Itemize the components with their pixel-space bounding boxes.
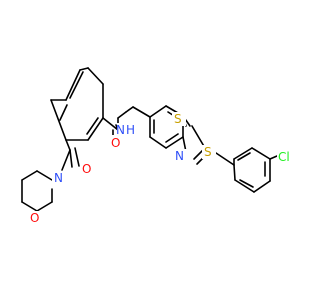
bond (234, 179, 255, 193)
bond (251, 147, 271, 160)
bond (149, 136, 167, 149)
bond (165, 133, 179, 143)
bond (21, 170, 38, 181)
bond (86, 117, 99, 135)
bond (233, 147, 253, 160)
bond (69, 71, 84, 99)
bond (132, 106, 151, 118)
bond (36, 170, 53, 181)
bond (237, 152, 251, 161)
bond (69, 149, 73, 168)
atom-n-morpholine: N (54, 171, 63, 185)
bond (65, 69, 81, 101)
atom-o-morpholine: O (30, 211, 39, 225)
molecule-structure: O N H S N S Cl O N O (21, 67, 297, 225)
bond (149, 105, 167, 118)
bond (253, 180, 271, 193)
atom-s-thiazole: S (174, 112, 182, 126)
bond (269, 155, 278, 160)
bond (87, 67, 104, 85)
atom-n-amide: N (116, 123, 125, 137)
bond (61, 149, 71, 171)
bond (74, 147, 80, 167)
bond (239, 179, 254, 188)
bonds (21, 67, 278, 212)
bond (191, 125, 206, 149)
molecule-canvas: O N H S N S Cl O N O (21, 67, 297, 225)
bond (21, 201, 38, 212)
atom-o-carbonyl: O (82, 162, 91, 176)
bond (36, 201, 53, 212)
atom-h-amide: H (126, 123, 135, 137)
bond (117, 111, 127, 119)
atom-o-amide: O (111, 136, 120, 150)
bond (102, 117, 119, 131)
bond (65, 139, 71, 151)
atom-n-thiazole: N (175, 149, 184, 163)
atom-cl: Cl (278, 150, 290, 164)
bond (59, 104, 68, 121)
bond (79, 67, 89, 71)
atom-s-thioether: S (204, 145, 212, 159)
bond (212, 150, 235, 166)
bond (50, 99, 67, 141)
bond (125, 106, 134, 113)
bond (233, 164, 236, 181)
bond (87, 117, 104, 141)
bond (165, 136, 184, 149)
atom-labels: O N H S N S Cl O N O (29, 112, 297, 225)
